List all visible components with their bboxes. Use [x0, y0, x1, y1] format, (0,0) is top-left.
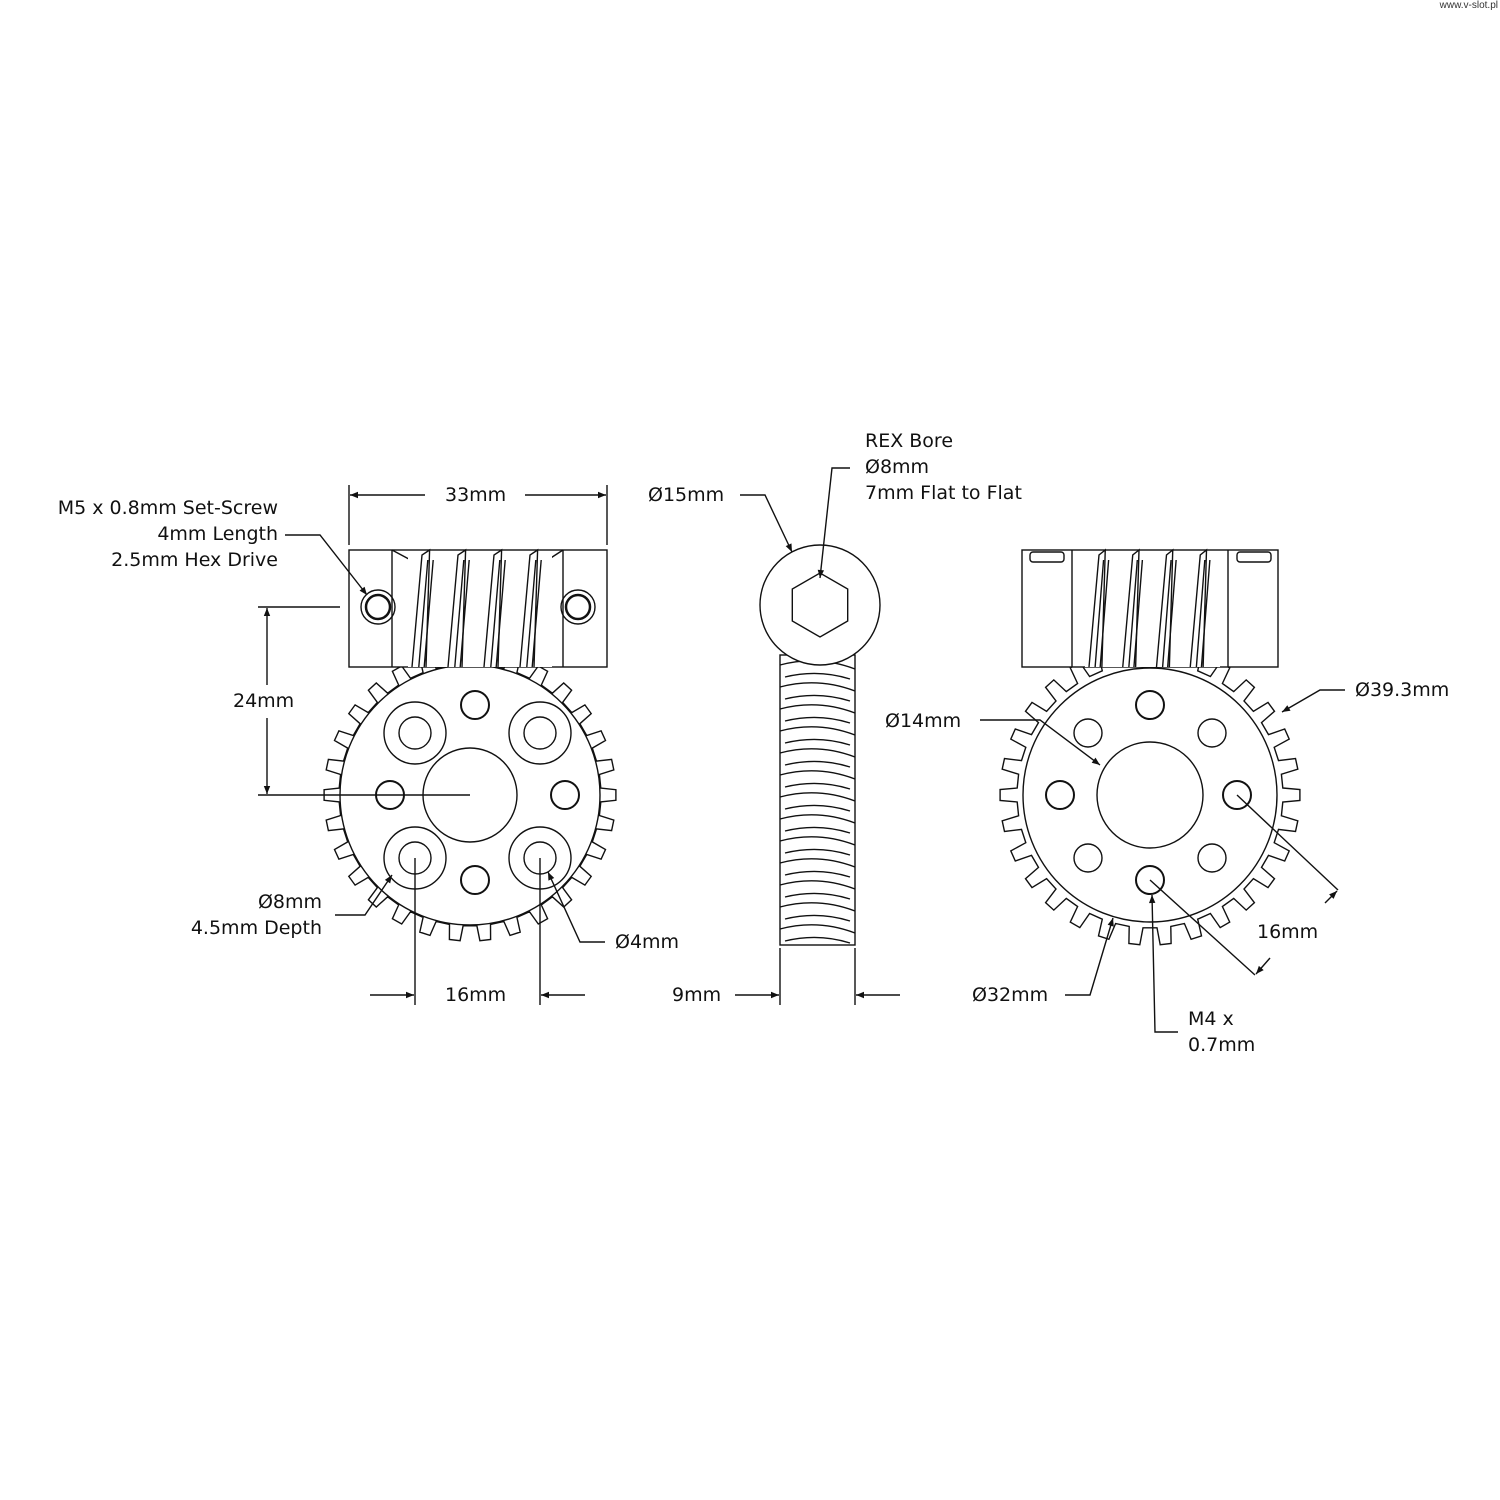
side-view — [735, 467, 900, 1005]
width-dimension: 33mm — [445, 484, 507, 506]
thread-flank — [1189, 548, 1208, 668]
hub — [759, 544, 881, 666]
side-tooth — [779, 924, 856, 944]
thread-line — [1161, 559, 1177, 668]
side-tooth — [779, 770, 856, 790]
front-view — [258, 485, 617, 1005]
gear-tooth-outline — [999, 644, 1301, 946]
side-tooth — [779, 726, 856, 746]
hole-spacing-left: 16mm — [445, 984, 507, 1006]
gear-face — [1022, 667, 1278, 923]
side-tooth — [779, 880, 856, 900]
bore — [1096, 741, 1204, 849]
side-tooth — [779, 792, 856, 812]
side-tooth — [779, 704, 856, 724]
side-tooth — [779, 748, 856, 768]
gear-teeth-back — [999, 644, 1301, 946]
thread-line — [490, 559, 506, 668]
thickness-dimension: 9mm — [672, 984, 722, 1006]
thread-line — [1128, 559, 1144, 668]
thread-line — [418, 559, 434, 668]
gear-tooth-outline — [323, 648, 617, 942]
thread-line — [1195, 559, 1211, 668]
thread-flank — [1122, 548, 1140, 668]
face-diameter-label: Ø32mm — [972, 984, 1049, 1006]
side-tooth — [779, 814, 856, 834]
thread-flank — [1155, 548, 1174, 668]
watermark: www.v-slot.pl — [1439, 0, 1498, 11]
tapped-holes — [375, 690, 580, 895]
back-view — [980, 548, 1345, 1033]
outer-diameter-label: Ø39.3mm — [1355, 679, 1450, 701]
thread-flank — [519, 548, 539, 668]
thread-flank — [1088, 548, 1106, 668]
thread-flank — [483, 548, 503, 668]
hole-diameter-label: Ø4mm — [615, 931, 680, 953]
thread-line — [454, 559, 470, 668]
hole-spacing-right: 16mm — [1257, 921, 1319, 943]
side-tooth — [779, 682, 856, 702]
side-tooth — [779, 858, 856, 878]
thread-flank — [411, 548, 431, 668]
worm-thread — [1085, 548, 1220, 668]
side-tooth — [779, 902, 856, 922]
side-teeth — [779, 654, 856, 946]
mounting-holes — [1073, 718, 1227, 873]
thread-line — [1094, 559, 1110, 668]
worm-thread — [408, 548, 552, 668]
bore-diameter-label: Ø14mm — [885, 710, 962, 732]
thread-flank — [447, 548, 467, 668]
height-dimension: 24mm — [233, 690, 295, 712]
tapped-holes — [1045, 690, 1252, 895]
hex-bore — [791, 572, 849, 638]
thread-line — [526, 559, 542, 668]
side-tooth — [779, 836, 856, 856]
gear-teeth-front — [323, 648, 617, 942]
hub-diameter-label: Ø15mm — [648, 484, 725, 506]
set-screw — [360, 589, 596, 625]
